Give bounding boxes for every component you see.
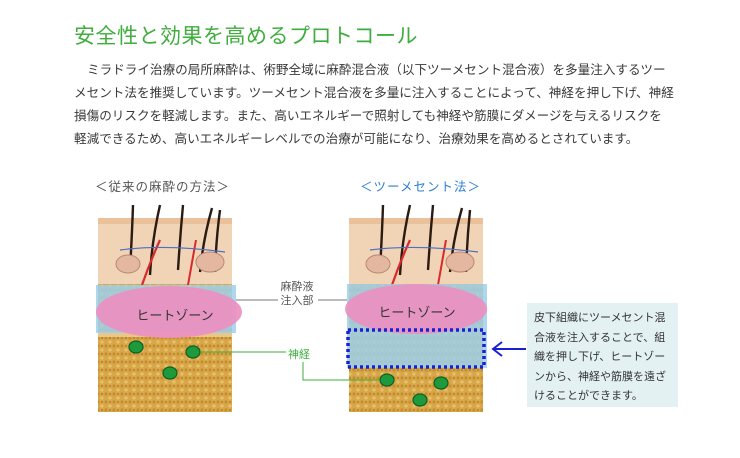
nerve-dot (163, 367, 177, 379)
sweat-gland (446, 252, 474, 272)
anesthetic-injection-label: 麻酔液注入部 (278, 280, 316, 308)
sweat-gland (116, 255, 140, 273)
arrow-left-icon (493, 342, 526, 356)
nerve-label: 神経 (286, 346, 312, 362)
heat-zone-label-conventional: ヒートゾーン (105, 305, 245, 324)
explanation-callout: 皮下組織にツーメセント混合液を注入することで、組織を押し下げ、ヒートゾーンから、… (527, 303, 678, 407)
sweat-gland (366, 255, 390, 273)
sweat-gland (196, 252, 224, 272)
nerve-dot (413, 394, 427, 406)
nerve-dot (129, 341, 143, 353)
nerve-dot (380, 374, 394, 386)
nerve-dot (186, 346, 200, 358)
epidermis-layer (349, 218, 483, 224)
heat-zone-label-tumescent: ヒートゾーン (347, 302, 487, 321)
nerve-dot (434, 377, 448, 389)
epidermis-layer (98, 218, 232, 224)
